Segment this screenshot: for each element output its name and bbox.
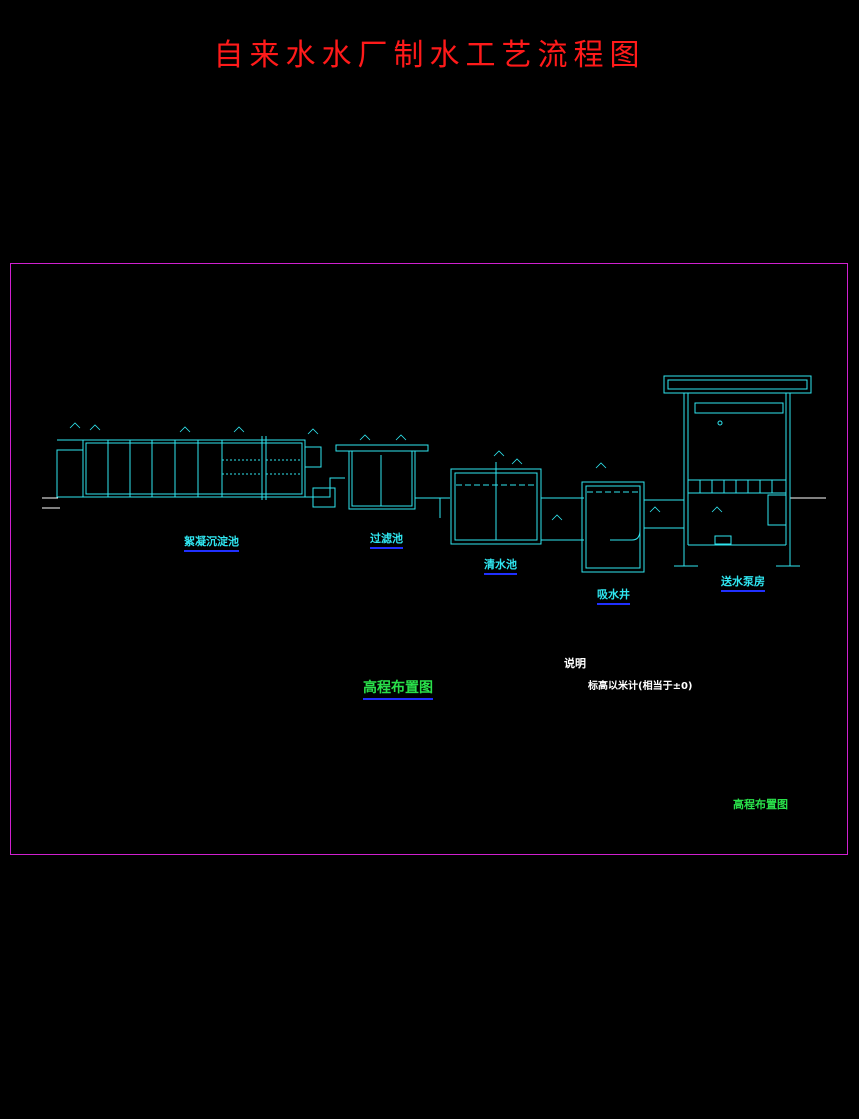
clear-water-tank bbox=[450, 462, 584, 545]
note-text: 标高以米计(相当于±0) bbox=[588, 681, 693, 692]
filter-tank bbox=[335, 444, 450, 518]
pump-house bbox=[663, 375, 812, 567]
elevation-markers bbox=[69, 422, 723, 521]
suction-well bbox=[581, 481, 684, 573]
drawing-frame bbox=[10, 263, 848, 855]
sedimentation-tank bbox=[82, 436, 345, 508]
page-title: 自来水水厂制水工艺流程图 bbox=[213, 38, 646, 73]
label-clear-water-tank: 清水池 bbox=[484, 556, 517, 575]
inlet-well bbox=[56, 439, 84, 498]
label-sedimentation-tank: 絮凝沉淀池 bbox=[184, 533, 239, 552]
label-elevation-layout: 高程布置图 bbox=[363, 677, 433, 700]
label-filter-tank: 过滤池 bbox=[370, 530, 403, 549]
label-elevation-layout-corner: 高程布置图 bbox=[733, 798, 788, 811]
label-pump-house: 送水泵房 bbox=[721, 573, 765, 592]
label-suction-well: 吸水井 bbox=[597, 586, 630, 605]
note-heading: 说明 bbox=[564, 657, 586, 670]
